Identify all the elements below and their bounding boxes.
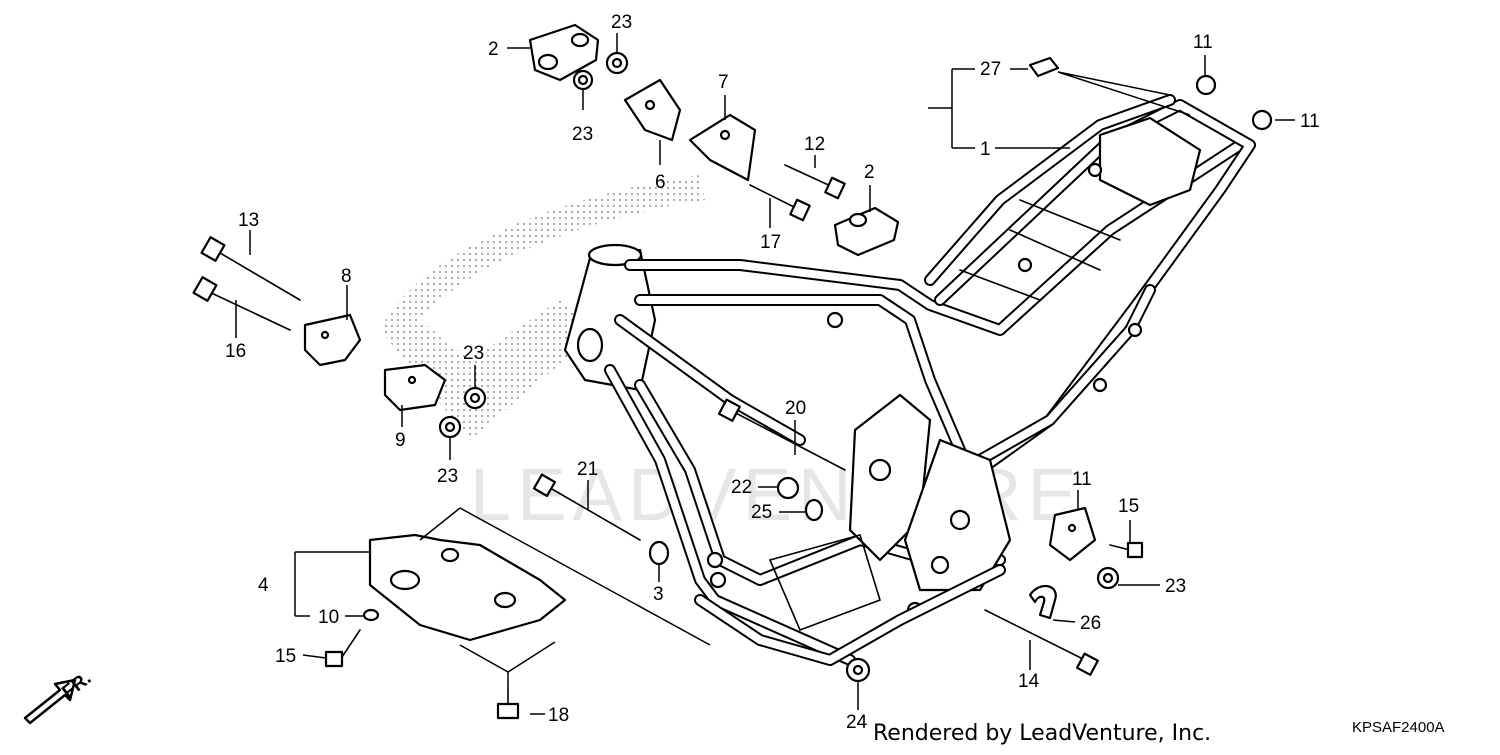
callout-4: 4: [258, 575, 269, 596]
callout-20: 21: [577, 459, 598, 480]
washer-10: [362, 608, 380, 622]
callout-23: 23: [463, 343, 484, 364]
bolt-15-b: [1109, 541, 1144, 559]
callout-23: 23: [611, 12, 632, 33]
bolt-14: [984, 609, 1099, 676]
bolt-18: [192, 276, 291, 331]
callout-23: 24: [846, 712, 868, 733]
bracket-8: [383, 363, 447, 412]
rubber-mount-upper: [528, 23, 600, 82]
callout-labels: 2 23 23 6 7 12 2 17 13 8 16 23 9 23 20 2…: [225, 12, 1320, 733]
nut-23-c: [463, 386, 487, 410]
callout-2: 2: [864, 162, 875, 183]
callout-17: 20: [785, 398, 806, 419]
cap-11-a: [1195, 74, 1217, 96]
nut-22: [1096, 566, 1120, 590]
callout-24: 25: [751, 502, 772, 523]
clamp-25: [1028, 584, 1057, 620]
pad-26: [1028, 56, 1060, 78]
bolt-12: [784, 164, 846, 200]
callout-13: 13: [238, 210, 259, 231]
cap-11-b: [1251, 109, 1273, 131]
bracket-9: [1048, 506, 1097, 562]
callout-25: 26: [1080, 613, 1101, 634]
callout-11: 11: [1300, 111, 1320, 132]
leader-lines: [235, 33, 1295, 715]
nut-23-a: [605, 51, 629, 75]
frame-body: [563, 94, 1256, 666]
bolt-20: [532, 473, 641, 541]
bracket-6: [688, 113, 757, 182]
callout-5: 6: [655, 172, 666, 193]
callout-23: 23: [572, 124, 593, 145]
callout-11: 11: [1193, 32, 1213, 53]
callout-22: 23: [1165, 576, 1186, 597]
bolt-13: [200, 236, 301, 301]
washer-24: [804, 498, 824, 522]
credit-text: Rendered by LeadVenture, Inc.: [873, 721, 1211, 746]
callout-3: 3: [653, 584, 664, 605]
callout-15: 15: [1118, 496, 1139, 517]
bolt-17: [717, 398, 846, 471]
callout-21: 22: [731, 477, 752, 498]
callout-7: 8: [341, 266, 352, 287]
bolt-16: [496, 689, 520, 720]
callout-2: 2: [488, 39, 499, 60]
nut-23-d: [438, 415, 462, 439]
skid-plate-4: [368, 533, 567, 642]
callout-12: 12: [804, 134, 825, 155]
nut-21: [776, 476, 800, 500]
bolt-15-a: [324, 629, 361, 668]
callout-8: 9: [395, 430, 406, 451]
direction-label: FR.: [58, 668, 95, 703]
collar-3: [648, 540, 670, 566]
nut-23-e: [845, 657, 871, 683]
bracket-7: [303, 313, 362, 367]
callout-18: 16: [225, 341, 246, 362]
bracket-5: [623, 78, 682, 142]
callout-10: 10: [318, 607, 339, 628]
diagram-code: KPSAF2400A: [1352, 719, 1445, 736]
callout-23: 23: [437, 466, 458, 487]
callout-6: 7: [718, 72, 729, 93]
callout-16: 18: [548, 705, 569, 726]
callout-15: 15: [275, 646, 296, 667]
bolt-19: [749, 184, 811, 222]
callout-9: 11: [1072, 469, 1092, 490]
callout-1: 1: [980, 139, 991, 160]
callout-19: 17: [760, 232, 781, 253]
nut-23-b: [572, 69, 594, 91]
rubber-mount-lower: [833, 206, 900, 257]
engine-outline-hatch: [380, 175, 705, 440]
callout-26: 27: [980, 59, 1001, 80]
front-direction-arrow-icon: [23, 678, 77, 725]
callout-14: 14: [1018, 671, 1040, 692]
